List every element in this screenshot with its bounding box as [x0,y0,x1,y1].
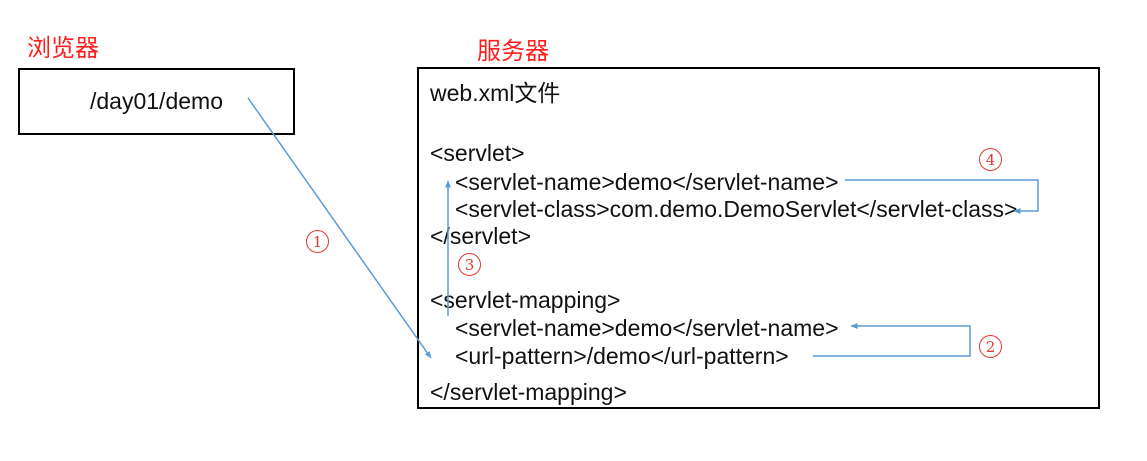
server-webxml-box: web.xml文件 <servlet> <servlet-name>demo</… [417,67,1100,409]
code-line-mapping-close: </servlet-mapping> [430,379,627,405]
browser-label: 浏览器 [27,34,99,62]
code-line-mapping-open: <servlet-mapping> [430,287,621,313]
code-line-servlet-open: <servlet> [430,140,525,166]
step-2-badge: 2 [979,335,1002,358]
browser-request-box: /day01/demo [18,68,295,135]
request-path-text: /day01/demo [90,88,223,114]
code-line-mapping-servlet-name: <servlet-name>demo</servlet-name> [455,315,839,341]
webxml-file-title: web.xml文件 [430,80,561,106]
step-3-badge: 3 [458,253,481,276]
step-4-badge: 4 [979,148,1002,171]
step-1-badge: 1 [306,230,329,253]
arrow-step1-request-diagonal [247,97,432,359]
code-line-servlet-close: </servlet> [430,223,531,249]
code-line-servlet-name: <servlet-name>demo</servlet-name> [455,169,839,195]
code-line-servlet-class: <servlet-class>com.demo.DemoServlet</ser… [455,196,1018,222]
server-label: 服务器 [477,37,549,65]
code-line-url-pattern: <url-pattern>/demo</url-pattern> [455,343,789,369]
